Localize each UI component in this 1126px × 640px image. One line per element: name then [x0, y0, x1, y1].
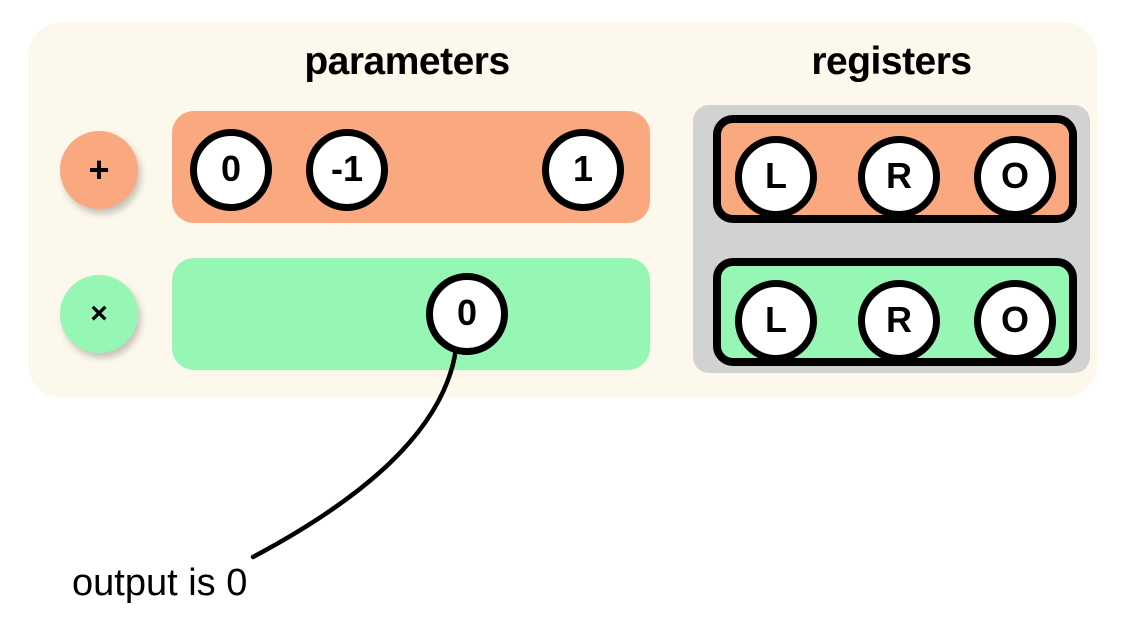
parameter-token-add-0-value: 0 — [220, 148, 242, 189]
parameter-token-add-2-value: 1 — [572, 148, 594, 189]
operator-badge-add-label: + — [88, 149, 110, 190]
parameter-token-add-1-value: -1 — [330, 148, 363, 189]
register-token-add-O-label: O — [1000, 155, 1029, 196]
operator-badge-multiply-label: × — [90, 297, 108, 330]
parameter-token-add-2[interactable]: 1 — [542, 129, 624, 211]
parameter-bar-multiply — [172, 258, 650, 370]
register-token-multiply-O-label: O — [1000, 299, 1029, 340]
register-token-add-R-label: R — [886, 155, 912, 196]
register-token-add-R[interactable]: R — [858, 136, 940, 218]
register-token-multiply-R[interactable]: R — [858, 280, 940, 362]
operator-badge-add[interactable]: + — [60, 131, 138, 209]
parameter-token-multiply-0-value: 0 — [456, 292, 478, 333]
register-token-multiply-R-label: R — [886, 299, 912, 340]
register-token-multiply-L[interactable]: L — [735, 280, 817, 362]
register-token-add-L[interactable]: L — [735, 136, 817, 218]
register-token-add-L-label: L — [765, 155, 787, 196]
parameters-heading: parameters — [304, 40, 510, 83]
operator-badge-multiply[interactable]: × — [60, 275, 138, 353]
parameter-token-add-0[interactable]: 0 — [190, 129, 272, 211]
parameter-token-add-1[interactable]: -1 — [306, 129, 388, 211]
register-token-add-O[interactable]: O — [974, 136, 1056, 218]
registers-heading: registers — [811, 40, 972, 83]
register-token-multiply-L-label: L — [765, 299, 787, 340]
annotation-label: output is 0 — [72, 562, 248, 604]
register-token-multiply-O[interactable]: O — [974, 280, 1056, 362]
parameter-token-multiply-0[interactable]: 0 — [426, 273, 508, 355]
